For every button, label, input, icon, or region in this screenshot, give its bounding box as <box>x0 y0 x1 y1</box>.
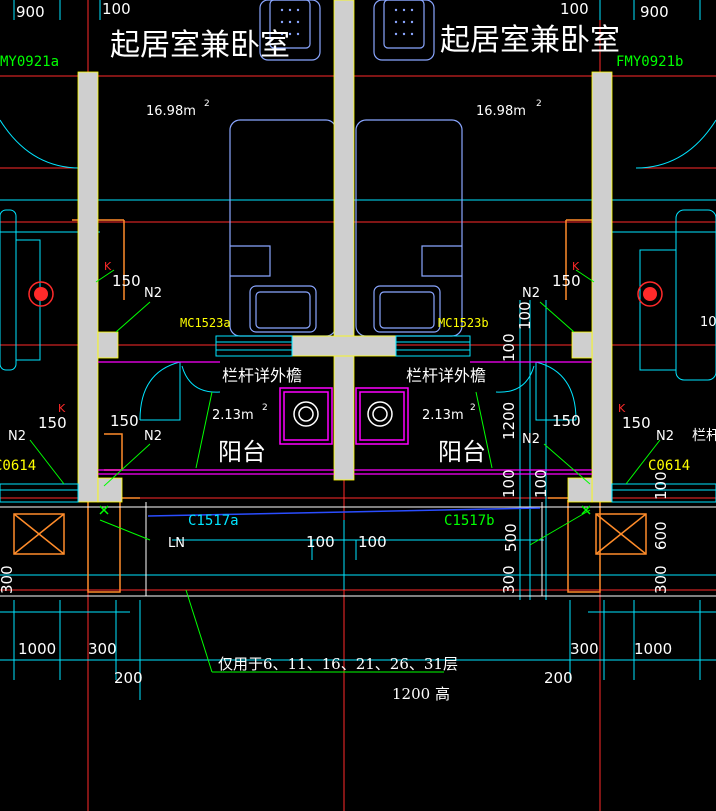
bed-dots <box>280 8 414 36</box>
tag-n2-far-left: N2 <box>8 429 26 444</box>
partial-right-rail-note: 栏杆 <box>692 428 716 444</box>
door-code-balcony-right: MC1523b <box>438 316 489 330</box>
dim-150-far-right: 150 <box>622 414 651 432</box>
dim-600-vertical-far-right: 600 <box>652 521 670 550</box>
washing-machine-right <box>355 387 409 445</box>
tag-n2-right-mid: N2 <box>522 432 540 447</box>
dim-top-left-900: 900 <box>16 3 45 21</box>
room-area-left-unit: 2 <box>204 99 210 109</box>
balcony-area-left-unit: 2 <box>262 403 268 413</box>
white-lines <box>0 502 716 597</box>
dim-300-left: 300 <box>88 640 117 658</box>
dim-150-left-lower: 150 <box>110 412 139 430</box>
tag-n2-left-upper: N2 <box>144 286 162 301</box>
room-area-right: 16.98m <box>476 104 526 119</box>
tag-n2-left-mid: N2 <box>144 429 162 444</box>
dim-top-right-900: 900 <box>640 3 669 21</box>
balcony-rail-lines <box>98 361 592 475</box>
door-code-left: MY0921a <box>0 54 59 70</box>
dim-100-center-right: 100 <box>358 533 387 551</box>
window-code-right: C1517b <box>444 513 495 529</box>
window-line-c1517 <box>147 507 541 517</box>
dim-top-right-100: 100 <box>560 0 589 18</box>
dim-150-left-upper: 150 <box>112 272 141 290</box>
balcony-name-left: 阳台 <box>218 438 266 466</box>
dim-top-left-100: 100 <box>102 0 131 18</box>
dim-200-left: 200 <box>114 669 143 687</box>
railing-note-right: 栏杆详外檐 <box>406 366 486 385</box>
dim-300-right: 300 <box>570 640 599 658</box>
dim-100-vertical-2: 100 <box>500 333 518 362</box>
door-code-right: FMY0921b <box>616 54 683 70</box>
dim-300-vertical-center: 300 <box>500 565 518 594</box>
height-note: 1200 高 <box>392 685 450 703</box>
railing-note-left: 栏杆详外檐 <box>222 366 302 385</box>
dim-100-center-left: 100 <box>306 533 335 551</box>
dim-100-vertical-1: 100 <box>516 301 534 330</box>
dim-300-vertical-far-right: 300 <box>652 565 670 594</box>
dim-1000-right: 1000 <box>634 640 672 658</box>
dim-100-vertical-3: 100 <box>500 469 518 498</box>
room-name-right: 起居室兼卧室 <box>440 23 620 58</box>
dim-1200-vertical: 1200 <box>500 402 518 440</box>
dim-1000-left: 1000 <box>18 640 56 658</box>
partial-right-value: 10. <box>700 315 716 330</box>
tag-ln: LN <box>168 536 185 551</box>
dim-200-right: 200 <box>544 669 573 687</box>
balcony-name-right: 阳台 <box>438 438 486 466</box>
washing-machine-left <box>279 387 333 445</box>
balcony-green-lines <box>29 269 661 673</box>
tag-k-right-1: K <box>572 260 580 273</box>
window-code-left: C1517a <box>188 513 239 529</box>
window-code-right-side: C0614 <box>648 458 690 474</box>
tag-k-left-1: K <box>104 260 112 273</box>
window-frames <box>0 335 716 503</box>
door-code-balcony-left: MC1523a <box>180 316 231 330</box>
dim-300-vertical-far-left: 300 <box>0 565 16 594</box>
dim-150-far-left: 150 <box>38 414 67 432</box>
dim-100-vertical-far-right: 100 <box>652 471 670 500</box>
balcony-area-left: 2.13m <box>212 408 254 423</box>
hydrant-right-icon <box>637 281 663 307</box>
cross-markers <box>99 505 591 515</box>
tag-k-right-2: K <box>618 402 626 415</box>
tag-n2-far-right: N2 <box>656 429 674 444</box>
walls <box>77 0 613 503</box>
window-code-left-side: C0614 <box>0 458 36 474</box>
dim-100-vertical-4: 100 <box>532 469 550 498</box>
dimension-lines <box>0 0 716 700</box>
balcony-area-right-unit: 2 <box>470 403 476 413</box>
room-name-left: 起居室兼卧室 <box>110 28 290 63</box>
room-area-left: 16.98m <box>146 104 196 119</box>
tag-k-left-2: K <box>58 402 66 415</box>
hydrant-left-icon <box>28 281 54 307</box>
tag-n2-right-upper: N2 <box>522 286 540 301</box>
balcony-area-right: 2.13m <box>422 408 464 423</box>
dim-150-right-lower: 150 <box>552 412 581 430</box>
dim-150-right-upper: 150 <box>552 272 581 290</box>
room-area-right-unit: 2 <box>536 99 542 109</box>
dim-500-vertical: 500 <box>502 523 520 552</box>
floor-note: 仅用于6、11、16、21、26、31层 <box>218 655 458 673</box>
